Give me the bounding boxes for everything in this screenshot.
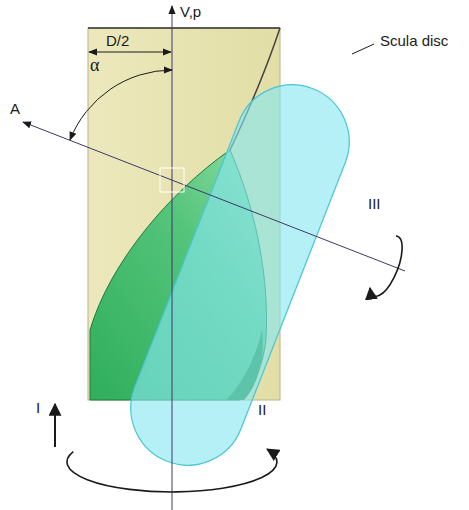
leader-line: [352, 44, 374, 54]
angle-label: α: [90, 56, 99, 76]
dimension-label: D/2: [106, 33, 129, 50]
motion-label: I: [36, 400, 40, 417]
feed-arrow: [54, 404, 56, 447]
axis-label: A: [10, 101, 20, 118]
axis-label: V,p: [180, 4, 201, 21]
motion-label: III: [368, 196, 381, 213]
part-name: Scula disc: [380, 33, 448, 50]
tool-axis: [23, 122, 405, 271]
radius-dimension: [89, 52, 171, 53]
disc-tool: [114, 68, 366, 482]
motion-label: II: [258, 402, 266, 419]
cylinder-top-edge: [88, 27, 280, 29]
tool-rotation-arrow: [370, 236, 402, 296]
center-marker: [160, 168, 184, 192]
feed-axis: [172, 6, 173, 510]
workpiece-rotation-arrow: [67, 449, 277, 492]
angle-arc: [70, 70, 172, 140]
